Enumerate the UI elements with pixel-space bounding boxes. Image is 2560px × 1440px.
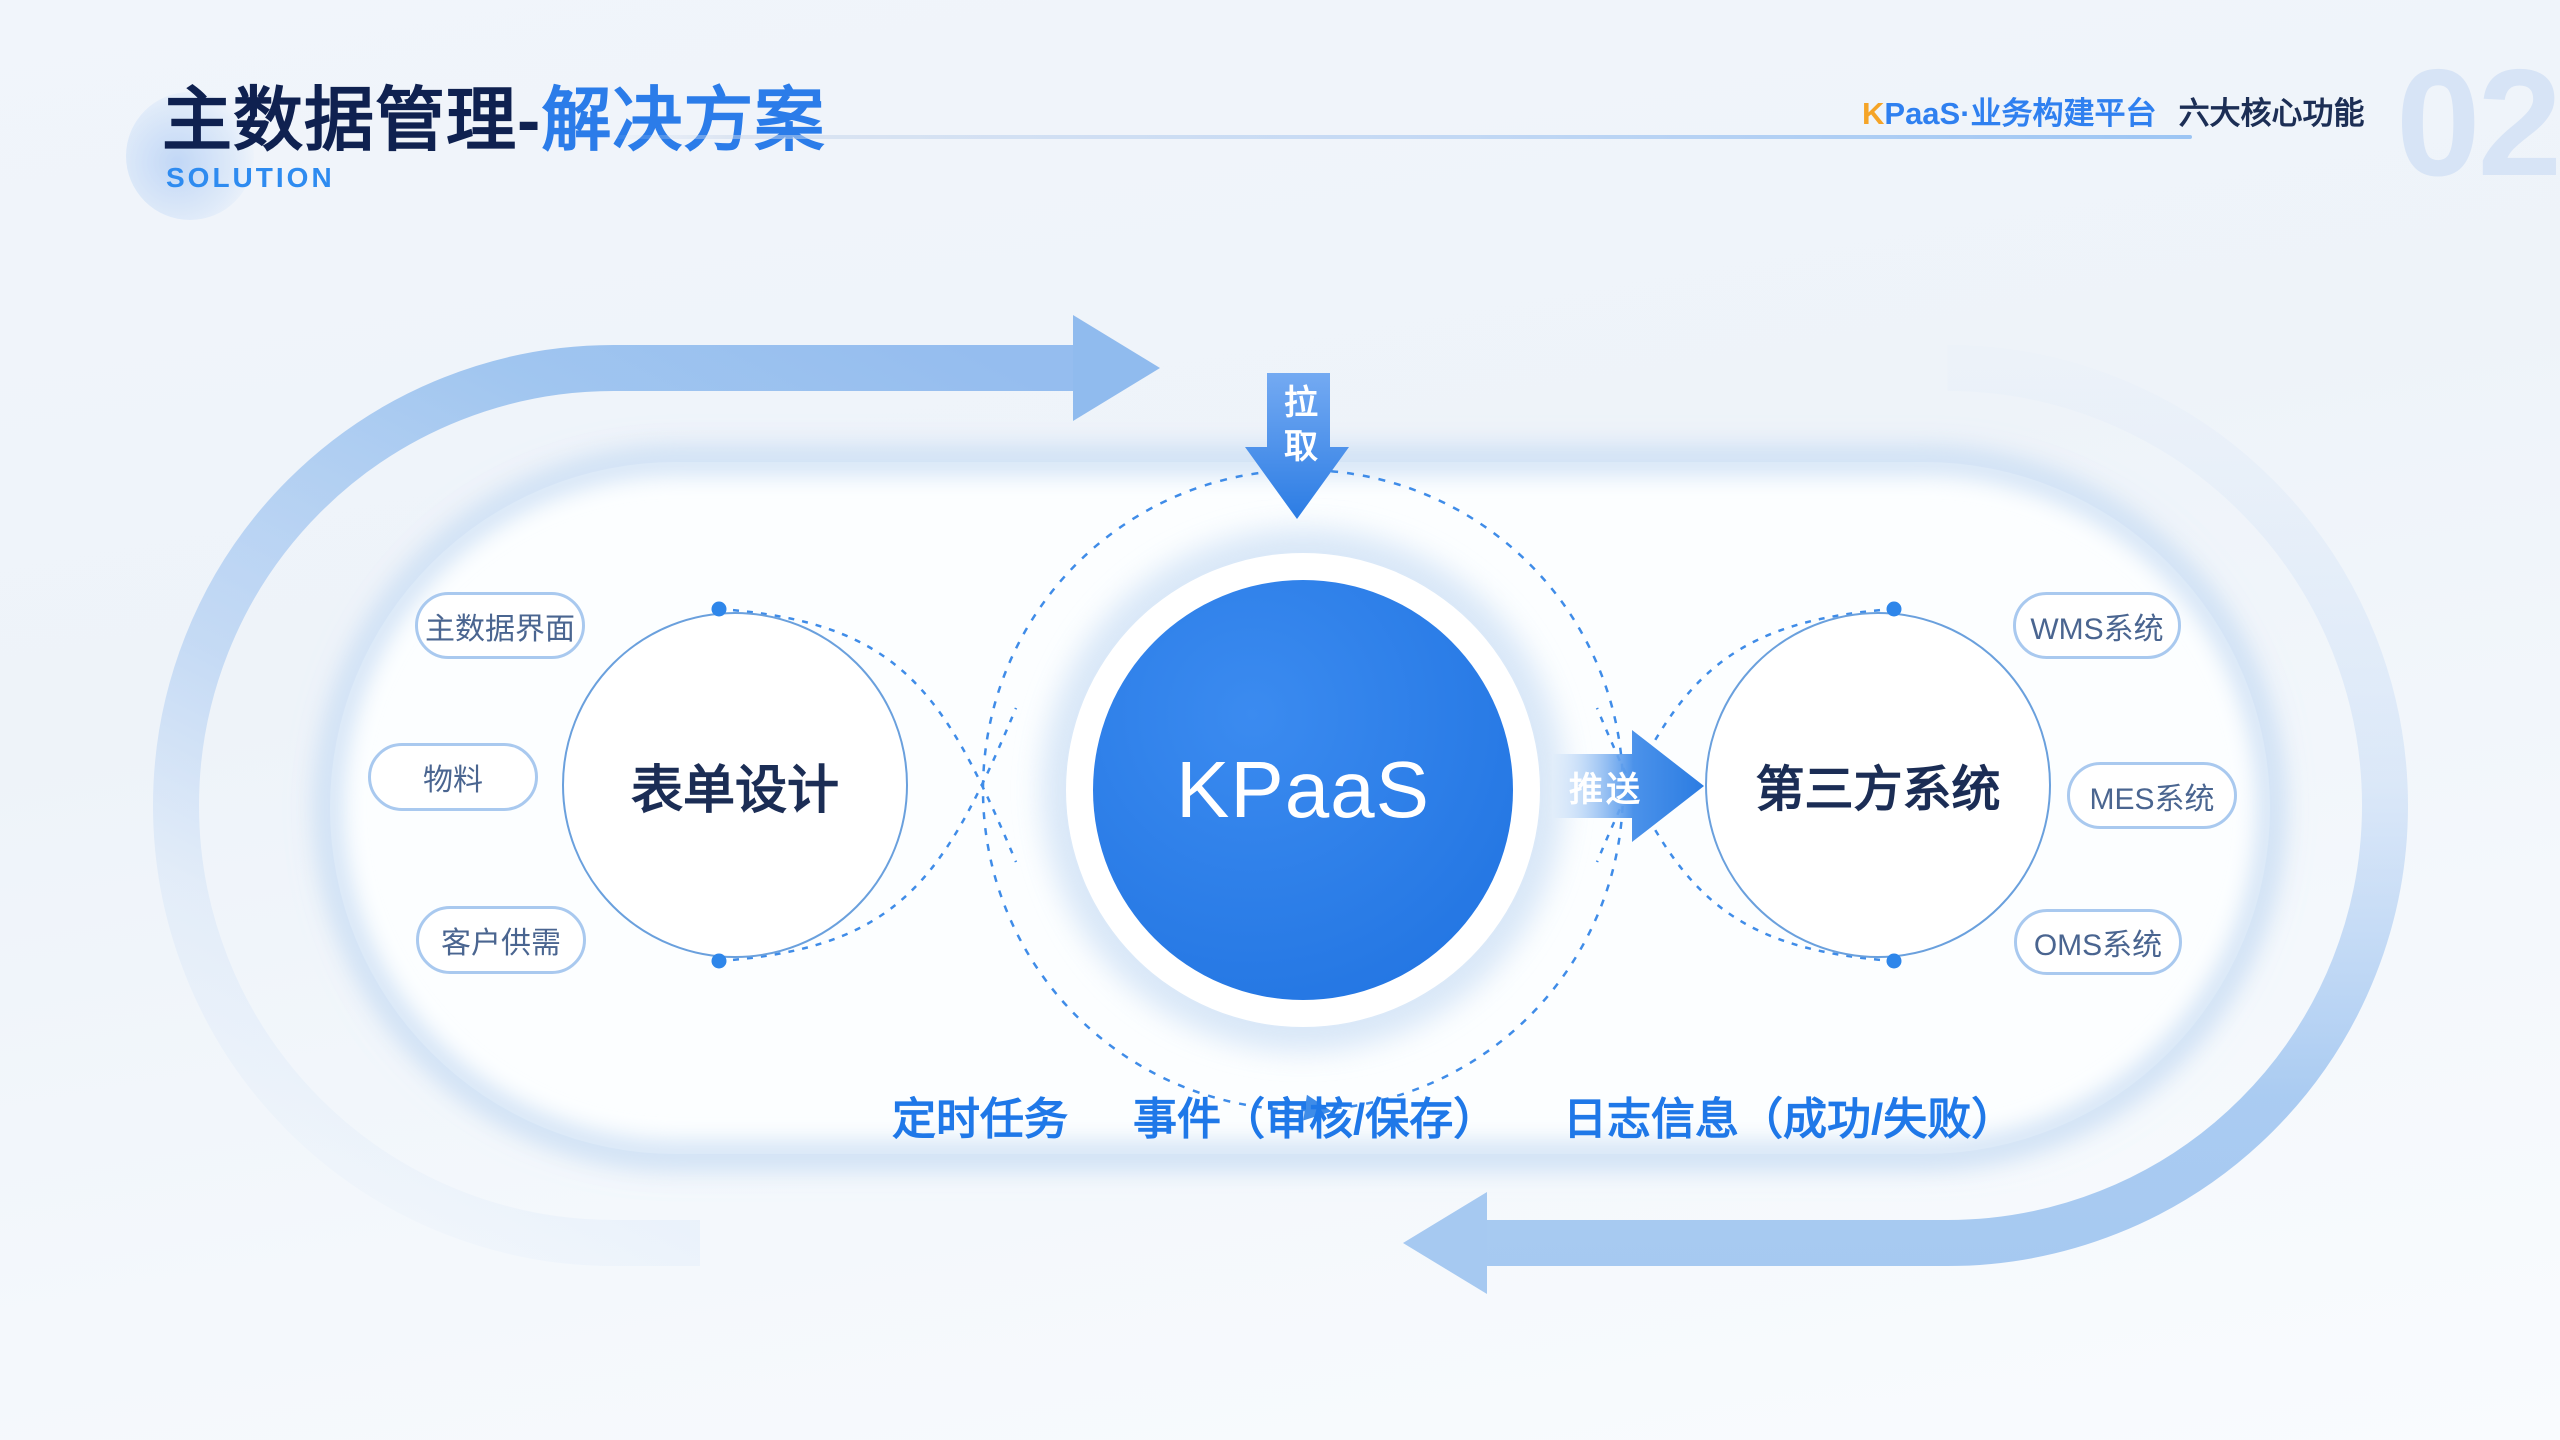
- brand-platform-name: PaaS·业务构建平台: [1884, 96, 2157, 131]
- pill-material: 物料: [368, 743, 538, 811]
- pill-master-data-ui: 主数据界面: [415, 592, 585, 659]
- form-design-circle: [562, 612, 908, 958]
- flow-ring-right-arc: [1487, 345, 2408, 1266]
- left-top-connector: [718, 607, 1018, 863]
- page-title: 主数据管理-解决方案: [162, 64, 825, 165]
- header-underline: [600, 135, 2192, 139]
- kpaas-circle: [1093, 580, 1513, 1000]
- title-glow-circle: [126, 92, 254, 220]
- flow-ring-left-arc: [153, 345, 1073, 1266]
- page-title-accent: 解决方案: [541, 81, 826, 159]
- form-design-label: 表单设计: [630, 761, 839, 820]
- pill-wms: WMS系统: [2013, 592, 2181, 659]
- page-number: 02: [2396, 38, 2560, 208]
- brand-text: KPaaS·业务构建平台六大核心功能: [1862, 88, 2365, 133]
- scheduled-task-label: 定时任务: [892, 1095, 1068, 1144]
- node-dot: [711, 953, 727, 969]
- pill-oms: OMS系统: [2014, 909, 2182, 975]
- flow-arrowhead-top-icon: [1073, 315, 1160, 421]
- pill-mes: MES系统: [2067, 762, 2237, 829]
- pull-arrow-icon: [1245, 373, 1349, 519]
- orbit-arrow-icon: [1303, 1094, 1332, 1121]
- flow-arrowhead-bottom-icon: [1403, 1192, 1487, 1294]
- node-dot: [1886, 953, 1902, 969]
- push-arrow-label: 推送: [1569, 770, 1643, 809]
- third-party-circle: [1705, 612, 2051, 958]
- event-label: 事件（审核/保存）: [1133, 1095, 1498, 1144]
- pill-customer-supply: 客户供需: [416, 906, 586, 974]
- page-title-main: 主数据管理-: [162, 81, 542, 159]
- log-info-label: 日志信息（成功/失败）: [1563, 1095, 2016, 1144]
- pull-arrow-label: 拉取: [1278, 384, 1317, 472]
- brand-letter-k: K: [1862, 96, 1885, 131]
- brand-suffix: 六大核心功能: [2178, 96, 2365, 131]
- left-bottom-connector: [718, 707, 1018, 963]
- third-party-label: 第三方系统: [1755, 762, 2001, 817]
- page-subtitle: SOLUTION: [166, 162, 335, 193]
- push-arrow-icon: [1552, 730, 1704, 842]
- kpaas-label: KPaaS: [1175, 745, 1431, 834]
- node-dot: [711, 601, 727, 617]
- node-dot: [1886, 601, 1902, 617]
